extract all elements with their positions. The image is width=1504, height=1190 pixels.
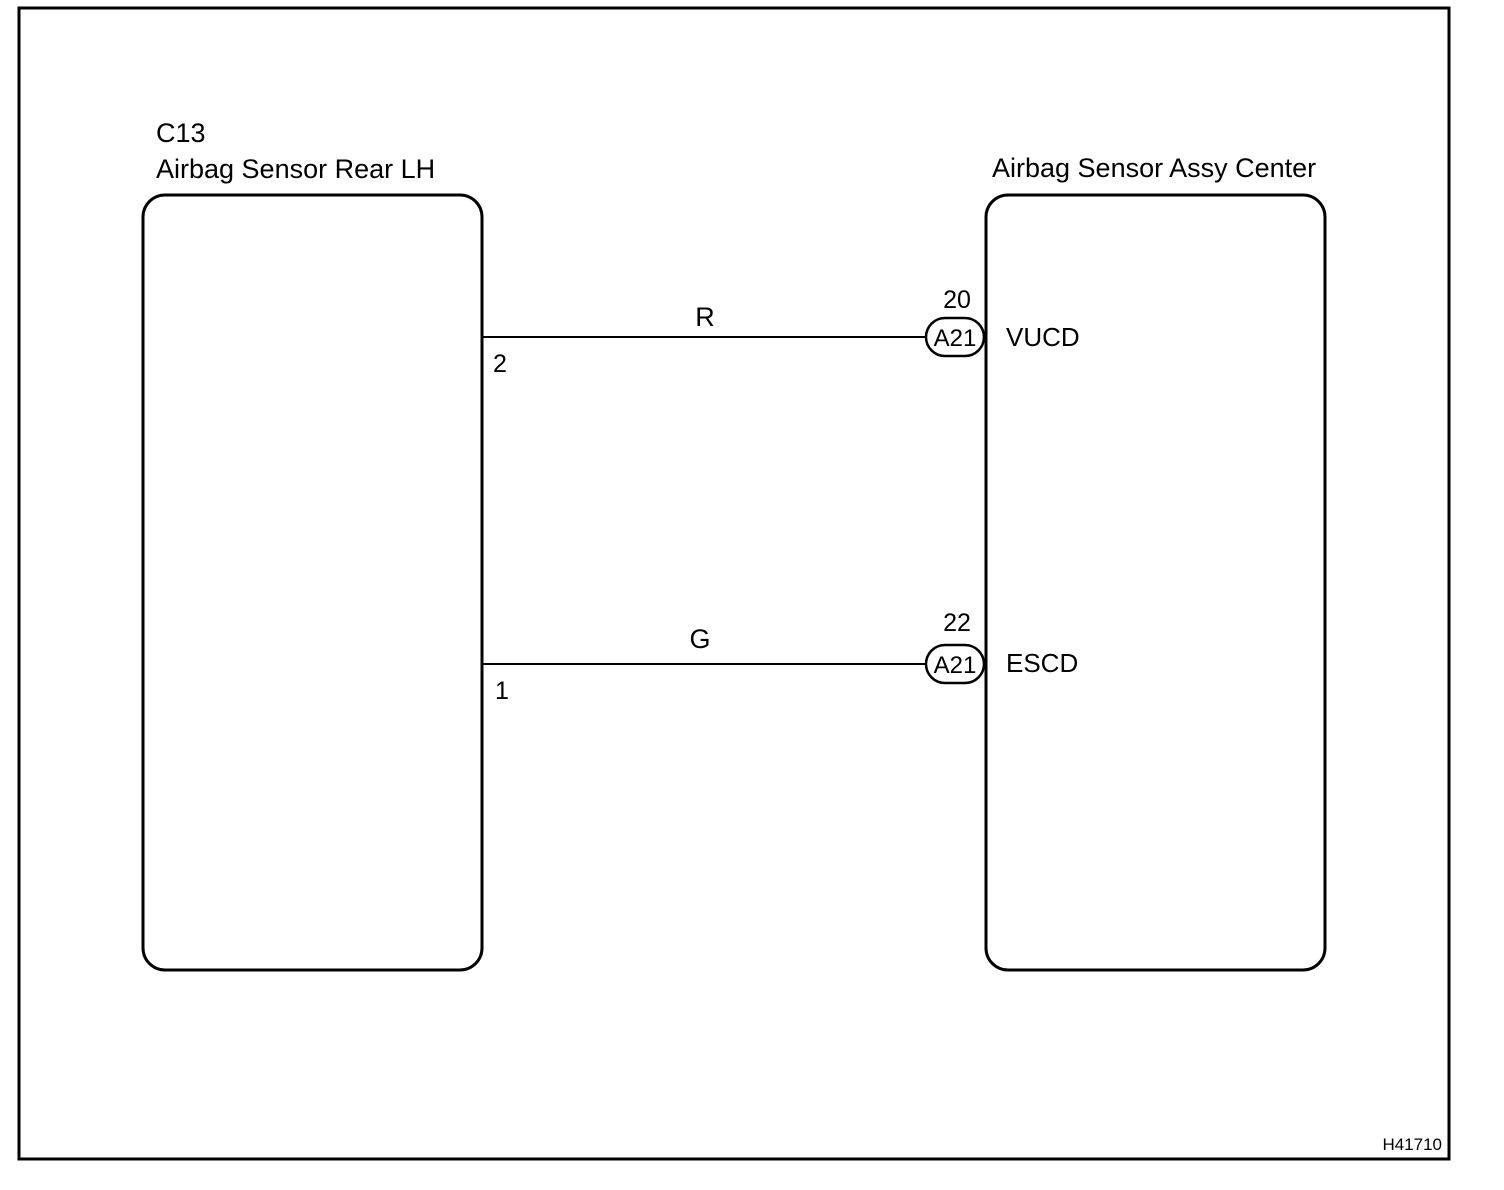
wire-g-color: G: [689, 624, 710, 654]
wire-r: R 2 20 A21 VUCD: [482, 286, 1080, 378]
left-component-box: [141, 193, 484, 972]
diagram-frame: [17, 6, 1451, 1161]
wire-g-signal: ESCD: [1006, 648, 1078, 678]
wire-r-right-pin: 20: [943, 286, 971, 314]
wire-g-right-pin: 22: [943, 609, 971, 637]
wire-r-signal: VUCD: [1006, 322, 1080, 352]
left-component-code: C13: [156, 118, 206, 148]
wire-r-color: R: [695, 302, 715, 332]
wire-g: G 1 22 A21 ESCD: [482, 609, 1078, 705]
wire-r-connector-label: A21: [934, 325, 977, 352]
right-component-name: Airbag Sensor Assy Center: [992, 153, 1316, 183]
wire-r-left-pin: 2: [493, 350, 507, 378]
right-component-box: [984, 193, 1327, 972]
wire-g-left-pin: 1: [495, 677, 509, 705]
left-component-name: Airbag Sensor Rear LH: [156, 154, 435, 184]
wire-g-connector-badge: [924, 643, 986, 685]
wire-r-connector-badge: [924, 316, 986, 358]
wire-g-connector-label: A21: [934, 652, 977, 679]
figure-id: H41710: [1382, 1135, 1442, 1154]
